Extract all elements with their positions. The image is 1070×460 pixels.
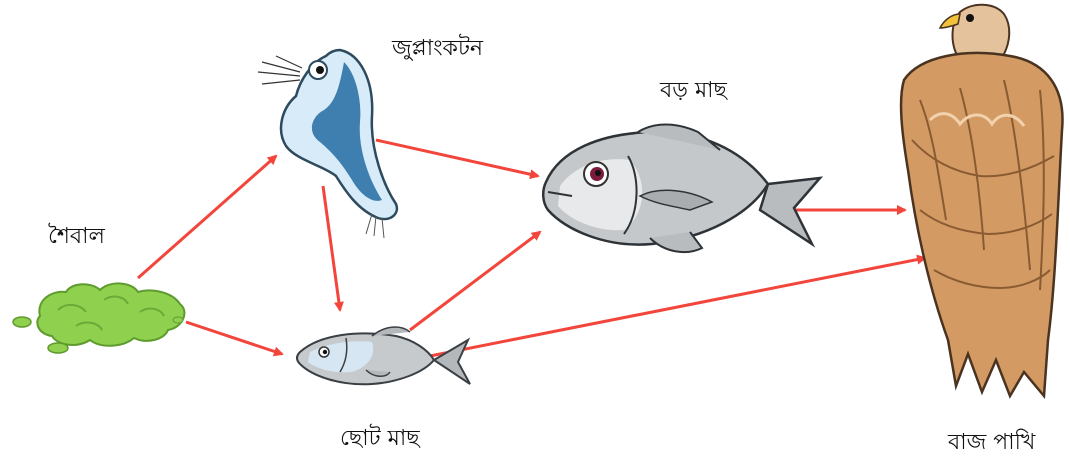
arrow-small-fish-to-hawk bbox=[430, 258, 925, 356]
arrow-zooplankton-to-big-fish bbox=[376, 140, 538, 176]
algae-illustration bbox=[13, 283, 184, 353]
arrow-zooplankton-to-small-fish bbox=[323, 186, 340, 310]
hawk-label: বাজ পাখি bbox=[948, 432, 1035, 454]
big-fish-illustration bbox=[543, 125, 820, 253]
hawk-eye-icon bbox=[966, 14, 974, 22]
hawk-illustration bbox=[901, 5, 1062, 396]
arrow-algae-to-small-fish bbox=[186, 322, 282, 354]
small-fish-illustration bbox=[297, 327, 470, 384]
arrow-small-fish-to-big-fish bbox=[410, 232, 540, 330]
arrow-algae-to-zooplankton bbox=[138, 156, 276, 278]
big-fish-label: বড় মাছ bbox=[660, 80, 727, 102]
algae-label: শৈবাল bbox=[48, 226, 105, 248]
zooplankton-label: জুপ্লাংকটন bbox=[392, 38, 483, 60]
small-fish-label: ছোট মাছ bbox=[340, 428, 420, 450]
zooplankton-antennae bbox=[258, 56, 302, 84]
arrows bbox=[138, 140, 925, 356]
